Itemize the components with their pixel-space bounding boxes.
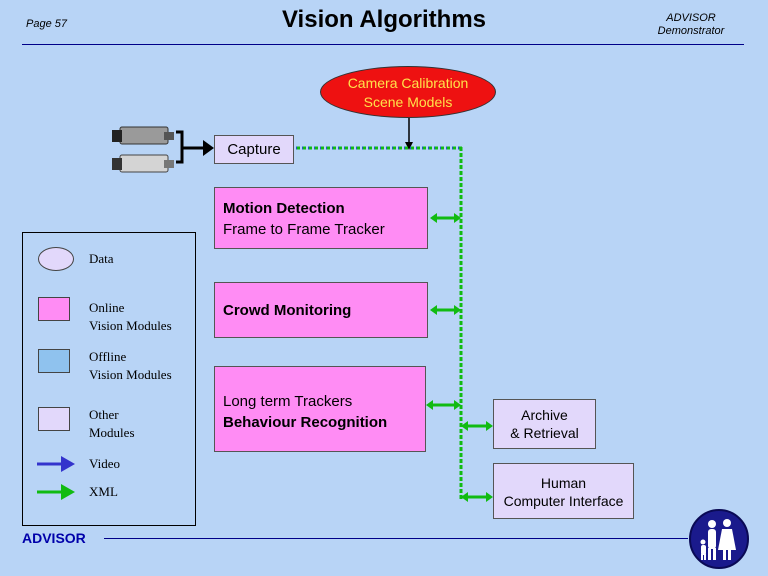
long-term-trackers-module: Long term Trackers Behaviour Recognition (214, 366, 426, 452)
calibration-line2: Scene Models (363, 94, 453, 110)
video-arrow-icon (37, 456, 75, 472)
longterm-line1: Long term Trackers (223, 393, 353, 410)
legend-other-line1: Other (89, 407, 119, 422)
brand-header: ADVISOR Demonstrator (636, 12, 746, 38)
archive-line2: & Retrieval (510, 425, 579, 441)
xml-arrow-icon (37, 484, 75, 500)
legend-data-swatch (38, 247, 74, 271)
legend-xml-label: XML (89, 484, 118, 499)
legend-other-swatch (38, 407, 70, 431)
legend-video-label: Video (89, 456, 120, 471)
legend-online-label: Online Vision Modules (89, 299, 172, 335)
header-rule (22, 44, 744, 45)
calibration-arrowhead (405, 142, 413, 150)
footer-brand: ADVISOR (22, 530, 86, 546)
hci-module: Human Computer Interface (493, 463, 634, 519)
family-logo-icon (689, 509, 749, 569)
footer-rule (104, 538, 688, 539)
capture-module: Capture (214, 135, 294, 164)
xml-arrows (426, 213, 493, 502)
legend-online-line2: Vision Modules (89, 318, 172, 333)
page-number: Page 57 (26, 18, 67, 30)
legend-other-label: Other Modules (89, 406, 135, 442)
camera-bracket (176, 130, 184, 164)
legend-other-line2: Modules (89, 425, 135, 440)
page-title: Vision Algorithms (281, 6, 487, 33)
hci-line2: Computer Interface (503, 493, 624, 509)
crowd-monitoring-module: Crowd Monitoring (214, 282, 428, 338)
longterm-line2: Behaviour Recognition (223, 414, 388, 431)
crowd-line1: Crowd Monitoring (223, 302, 352, 319)
capture-label: Capture (227, 141, 281, 158)
calibration-line1: Camera Calibration (347, 75, 469, 91)
legend-online-line1: Online (89, 300, 125, 315)
archive-module: Archive & Retrieval (493, 399, 596, 449)
brand-subtitle: Demonstrator (657, 25, 725, 37)
hci-line1: Human (540, 475, 587, 491)
legend-offline-swatch (38, 349, 70, 373)
legend: Data Online Vision Modules Offline Visio… (22, 232, 196, 526)
legend-offline-line1: Offline (89, 349, 127, 364)
video-arrowhead (203, 140, 214, 156)
cctv-camera-icon (112, 154, 174, 173)
motion-line1: Motion Detection (223, 200, 345, 217)
legend-online-swatch (38, 297, 70, 321)
motion-detection-module: Motion Detection Frame to Frame Tracker (214, 187, 428, 249)
legend-data-label: Data (89, 251, 114, 266)
legend-offline-line2: Vision Modules (89, 367, 172, 382)
brand-name: ADVISOR (666, 12, 716, 24)
cctv-camera-icon (112, 126, 174, 145)
legend-offline-label: Offline Vision Modules (89, 348, 172, 384)
motion-line2: Frame to Frame Tracker (223, 221, 385, 238)
archive-line1: Archive (521, 407, 568, 423)
calibration-node: Camera Calibration Scene Models (320, 66, 496, 118)
